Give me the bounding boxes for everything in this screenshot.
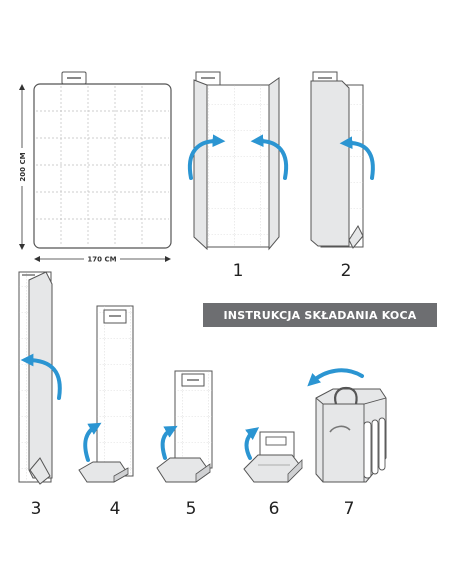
step-number-7: 7: [344, 499, 355, 519]
height-dimension: 200 CM: [19, 84, 27, 250]
step-number-6: 6: [269, 499, 280, 519]
step-6-illustration: [243, 427, 303, 483]
step-4-illustration: [78, 305, 134, 483]
step-number-2: 2: [341, 261, 352, 281]
instruction-title: INSTRUKCJA SKŁADANIA KOCA: [223, 308, 417, 322]
step-number-1: 1: [233, 261, 244, 281]
step-5-illustration: [156, 370, 213, 483]
unfolded-blanket: [33, 71, 172, 249]
width-dimension: 170 CM: [34, 256, 171, 264]
step-number-4: 4: [110, 499, 121, 519]
step-number-5: 5: [186, 499, 197, 519]
step-1-illustration: [187, 71, 289, 251]
step-3-illustration: [18, 271, 62, 485]
step-number-3: 3: [31, 499, 42, 519]
step-2-illustration: [310, 71, 375, 249]
width-label: 170 CM: [87, 256, 116, 264]
height-label: 200 CM: [19, 152, 27, 181]
step-7-illustration: [307, 368, 387, 483]
instruction-title-banner: INSTRUKCJA SKŁADANIA KOCA: [203, 303, 437, 327]
